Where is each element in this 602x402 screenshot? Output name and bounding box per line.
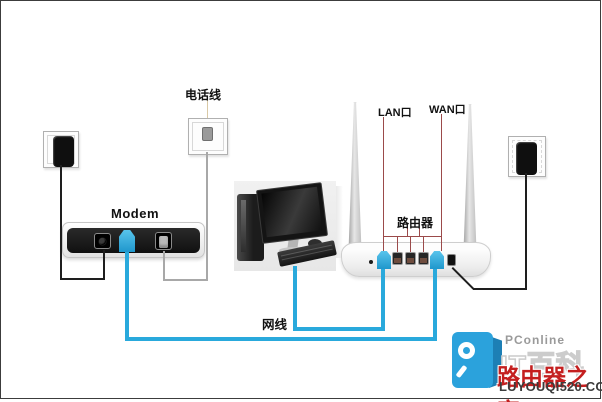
- network-cable-modem-to-router: [433, 269, 437, 341]
- modem-power-cable-segment: [60, 165, 62, 280]
- modem-label: Modem: [111, 206, 159, 221]
- router-label-stub: [419, 228, 420, 236]
- router-lan-port: [392, 252, 403, 265]
- router-wan-plug-icon: [430, 251, 444, 269]
- ghost-watermark-text: IT百科: [499, 349, 585, 382]
- wan-port-label: WAN口: [429, 104, 466, 116]
- lan-pointer-line: [383, 117, 384, 251]
- phone-cable-segment: [163, 251, 165, 281]
- router-pointer-drop: [397, 236, 398, 253]
- phone-line-label: 电话线: [185, 88, 222, 102]
- pconline-watermark: PConline: [505, 333, 566, 347]
- phone-label-pointer-line: [207, 100, 208, 122]
- wan-pointer-line: [441, 114, 442, 251]
- port-pins: [407, 258, 414, 263]
- network-cable-pc-to-router: [293, 327, 385, 331]
- router-reset-hole: [369, 260, 373, 264]
- router-power-cable-segment: [525, 173, 527, 290]
- router-label: 路由器: [397, 216, 434, 230]
- modem-power-cable-segment: [103, 250, 105, 280]
- power-plug-right: [516, 142, 537, 175]
- site-url-text: LUYOUQI520.COM: [499, 379, 602, 394]
- phone-connector: [202, 127, 213, 141]
- rj11-plug-icon: [159, 236, 168, 248]
- network-cable-pc-to-router: [293, 266, 297, 330]
- site-logo: [452, 332, 493, 388]
- port-pins: [394, 258, 401, 263]
- router-photo-edge: [334, 186, 343, 258]
- router-power-cable-segment: [473, 288, 527, 290]
- network-cable-modem-to-router: [125, 250, 129, 338]
- network-cable-label: 网线: [262, 318, 288, 332]
- jack-inner-border: [192, 122, 224, 151]
- modem-device: [62, 222, 205, 258]
- barrel-connector-icon: [99, 238, 106, 245]
- power-plug-left: [53, 136, 74, 167]
- magnifier-icon: [458, 342, 475, 359]
- lan-port-label: LAN口: [378, 107, 412, 119]
- port-pins: [420, 258, 427, 263]
- router-lan-port: [418, 252, 429, 265]
- monitor-screen: [261, 186, 323, 238]
- router-pointer-rail: [383, 236, 442, 237]
- phone-cable-segment: [163, 279, 208, 281]
- network-cable-modem-to-router: [125, 337, 437, 341]
- router-pointer-drop: [410, 236, 411, 253]
- magnifier-handle-icon: [455, 364, 468, 379]
- router-antenna-left: [348, 102, 362, 245]
- monitor: [255, 182, 329, 244]
- modem-lan-plug-icon: [119, 230, 135, 252]
- router-label-stub: [407, 228, 408, 236]
- modem-power-cable-segment: [60, 278, 105, 280]
- site-name-text: 路由器之家: [497, 364, 589, 402]
- network-cable-pc-to-router: [381, 269, 385, 331]
- modem-phone-port: [155, 232, 172, 250]
- modem-power-port: [94, 233, 111, 249]
- tower-front-stripe: [241, 200, 246, 252]
- router-lan-port: [405, 252, 416, 265]
- router-device: [341, 242, 491, 277]
- router-power-port: [447, 254, 456, 266]
- phone-cable-segment: [206, 152, 208, 281]
- router-lan-plug-icon: [377, 251, 391, 269]
- router-antenna-right: [463, 104, 477, 245]
- router-pointer-drop: [423, 236, 424, 253]
